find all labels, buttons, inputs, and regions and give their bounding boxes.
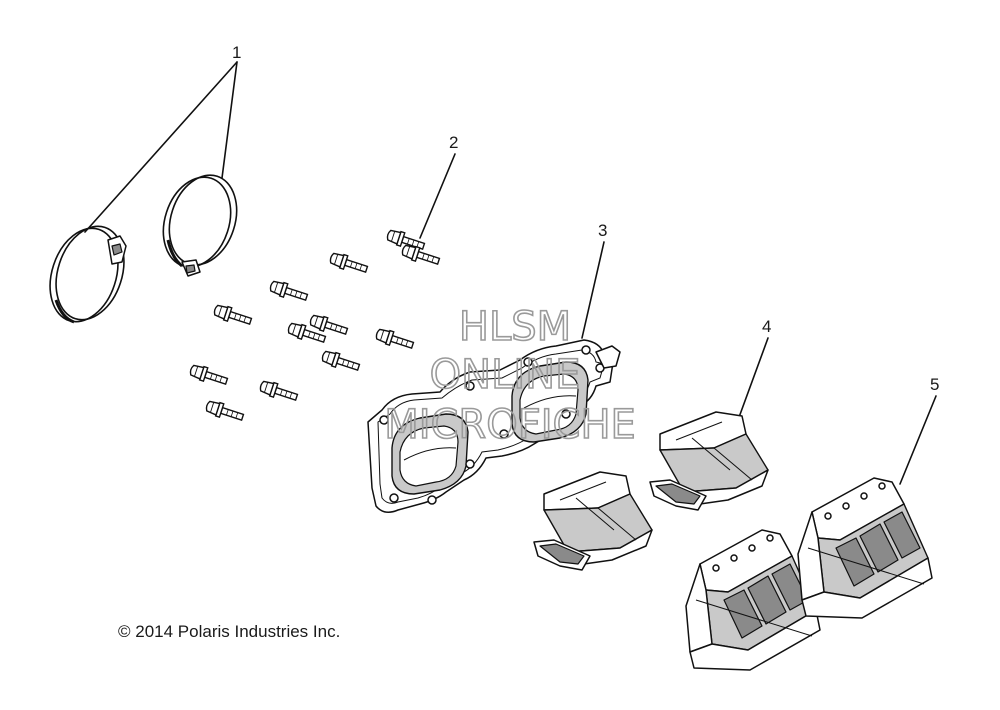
leader-line	[581, 241, 605, 339]
bolt	[386, 229, 426, 251]
bolt	[401, 244, 441, 266]
reed-valve-left	[685, 529, 821, 671]
bolt-group	[189, 229, 441, 422]
watermark-line-2: ONLINE	[430, 352, 581, 398]
bolt	[375, 328, 415, 350]
callout-1-label: 1	[232, 43, 241, 62]
bolt	[269, 280, 309, 302]
bolt	[287, 322, 327, 344]
bolt	[309, 314, 349, 336]
watermark: HLSM ONLINE MICROFICHE	[383, 303, 636, 449]
callout-2: 2	[419, 133, 458, 239]
bolt	[329, 252, 369, 274]
hose-clamp-right	[162, 174, 238, 277]
bolt	[205, 400, 245, 422]
reed-stuffer-left	[533, 471, 653, 571]
callout-2-label: 2	[449, 133, 458, 152]
bolt	[189, 364, 229, 386]
leader-line	[737, 337, 769, 421]
callout-4-label: 4	[762, 317, 771, 336]
copyright-notice: © 2014 Polaris Industries Inc.	[118, 622, 341, 641]
callout-3-label: 3	[598, 221, 607, 240]
leader-line	[899, 395, 937, 485]
leader-line	[84, 61, 238, 233]
watermark-line-3: MICROFICHE	[384, 402, 636, 448]
callout-5: 5	[899, 375, 939, 485]
bolt	[321, 350, 361, 372]
leader-line	[419, 153, 456, 239]
callout-3: 3	[581, 221, 607, 339]
bolt	[213, 304, 253, 326]
callout-5-label: 5	[930, 375, 939, 394]
reed-valve-right	[797, 477, 933, 619]
hose-clamp-left	[49, 225, 127, 324]
watermark-line-1: HLSM	[459, 304, 571, 350]
reed-stuffer-right	[649, 411, 769, 511]
callout-4: 4	[737, 317, 771, 421]
bolt	[259, 380, 299, 402]
callout-1: 1	[84, 43, 241, 233]
intake-adapter-plate	[367, 339, 621, 513]
leader-line	[221, 61, 238, 179]
